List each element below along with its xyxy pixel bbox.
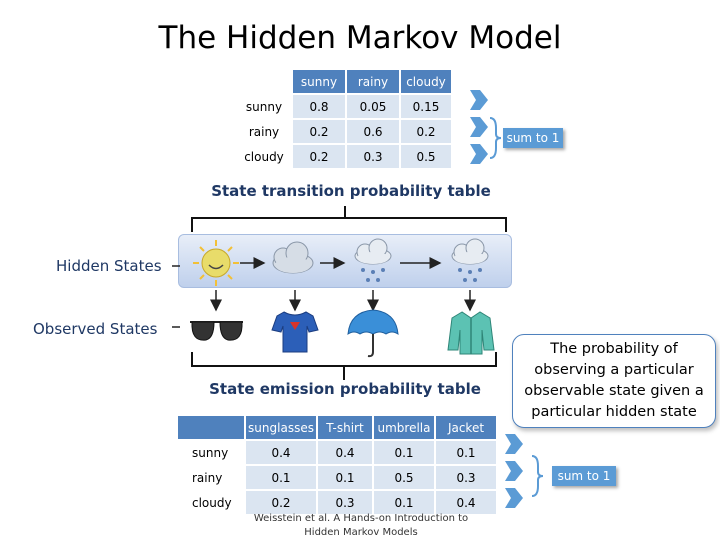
hidden-states-label: Hidden States [56, 257, 162, 275]
sun-icon [193, 240, 239, 286]
row-header: sunny [237, 95, 291, 118]
sum-to-one-badge: sum to 1 [503, 128, 563, 148]
row-header: rainy [178, 466, 244, 489]
table-row: cloudy 0.2 0.3 0.5 [237, 145, 451, 168]
table-row: rainy 0.2 0.6 0.2 [237, 120, 451, 143]
citation: Weisstein et al. A Hands-on Introduction… [253, 513, 469, 538]
column-header: sunglasses [246, 416, 316, 439]
table-row: sunny 0.4 0.4 0.1 0.1 [178, 441, 496, 464]
table-cell: 0.6 [347, 120, 399, 143]
table-row: sunny 0.8 0.05 0.15 [237, 95, 451, 118]
table-cell: 0.1 [318, 466, 372, 489]
column-header: cloudy [401, 70, 451, 93]
table-cell: 0.3 [347, 145, 399, 168]
row-header: cloudy [178, 491, 244, 514]
brace-icon [489, 117, 502, 159]
emission-callout: The probability of observing a particula… [512, 334, 716, 428]
chevron-arrow-icon [505, 461, 523, 481]
table-cell: 0.4 [436, 491, 496, 514]
chevron-arrow-icon [470, 90, 488, 110]
sum-to-one-badge: sum to 1 [552, 466, 616, 486]
column-header: sunny [293, 70, 345, 93]
chevron-arrow-icon [470, 144, 488, 164]
table-row: rainy 0.1 0.1 0.5 0.3 [178, 466, 496, 489]
jacket-icon [447, 311, 495, 355]
table-cell: 0.1 [374, 441, 434, 464]
table-cell: 0.3 [436, 466, 496, 489]
table-cell: 0.4 [246, 441, 316, 464]
row-sum-arrows [470, 90, 488, 164]
emission-bracket [191, 352, 497, 367]
table-row: sunglasses T-shirt umbrella Jacket [178, 416, 496, 439]
table-cell: 0.4 [318, 441, 372, 464]
umbrella-icon [347, 309, 399, 358]
t-shirt-icon [271, 311, 319, 353]
rain-cloud-icon [451, 238, 489, 282]
table-cell: 0.2 [401, 120, 451, 143]
transition-bracket [191, 206, 507, 232]
observed-states-label: Observed States [33, 320, 158, 338]
row-header: sunny [178, 441, 244, 464]
table-cell: 0.8 [293, 95, 345, 118]
rain-cloud-icon [354, 238, 392, 282]
brace-icon [531, 455, 544, 497]
table-corner [237, 70, 291, 93]
column-header: T-shirt [318, 416, 372, 439]
row-header: cloudy [237, 145, 291, 168]
table-cell: 0.05 [347, 95, 399, 118]
emission-caption: State emission probability table [209, 380, 481, 398]
column-header: Jacket [436, 416, 496, 439]
table-cell: 0.1 [246, 466, 316, 489]
row-sum-arrows [505, 434, 523, 508]
table-cell: 0.1 [374, 491, 434, 514]
chevron-arrow-icon [505, 434, 523, 454]
table-corner [178, 416, 244, 439]
transition-caption: State transition probability table [211, 182, 491, 200]
table-cell: 0.15 [401, 95, 451, 118]
emission-table: sunglasses T-shirt umbrella Jacket sunny… [176, 414, 498, 516]
table-cell: 0.2 [293, 120, 345, 143]
chevron-arrow-icon [505, 488, 523, 508]
row-header: rainy [237, 120, 291, 143]
chevron-arrow-icon [470, 117, 488, 137]
table-row: sunny rainy cloudy [237, 70, 451, 93]
column-header: rainy [347, 70, 399, 93]
column-header: umbrella [374, 416, 434, 439]
transition-table: sunny rainy cloudy sunny 0.8 0.05 0.15 r… [235, 68, 453, 170]
table-cell: 0.1 [436, 441, 496, 464]
cloud-icon [272, 241, 314, 274]
table-cell: 0.2 [293, 145, 345, 168]
table-cell: 0.2 [246, 491, 316, 514]
table-cell: 0.5 [374, 466, 434, 489]
sunglasses-icon [190, 321, 243, 341]
table-cell: 0.3 [318, 491, 372, 514]
table-row: cloudy 0.2 0.3 0.1 0.4 [178, 491, 496, 514]
table-cell: 0.5 [401, 145, 451, 168]
page-title: The Hidden Markov Model [158, 20, 562, 56]
